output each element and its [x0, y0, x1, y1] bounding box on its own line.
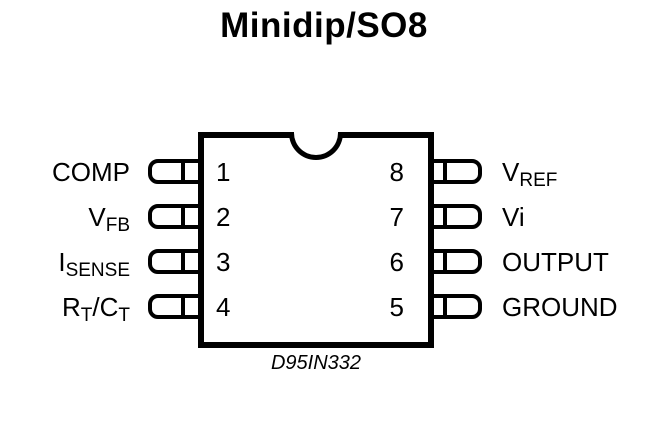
pin-5-lead — [430, 294, 482, 319]
pin-7-label: Vi — [502, 200, 648, 234]
pin-1-lead — [148, 159, 202, 184]
label-text: R — [62, 291, 81, 322]
pin-8-number: 8 — [389, 156, 404, 187]
pin-5-label: GROUND — [502, 290, 648, 324]
pin-8-label: VREF — [502, 155, 648, 191]
pin-7-number: 7 — [389, 201, 404, 232]
pin-2-lead-divider — [181, 208, 185, 225]
pin-6-lead — [430, 249, 482, 274]
label-text: V — [88, 201, 106, 232]
pin-5-number: 5 — [389, 291, 404, 322]
pin-2-label: VFB — [0, 200, 130, 236]
pin-2-lead — [148, 204, 202, 229]
pin-3-label: ISENSE — [0, 245, 130, 281]
pin-1-label: COMP — [0, 155, 130, 189]
label-text: COMP — [52, 156, 130, 187]
pin-3-lead-divider — [181, 253, 185, 270]
pin-7-lead-divider — [443, 208, 447, 225]
pin-7-lead — [430, 204, 482, 229]
label-subscript: SENSE — [65, 259, 130, 281]
pin-4-lead — [148, 294, 202, 319]
pin-2-number: 2 — [216, 201, 231, 232]
page-title: Minidip/SO8 — [220, 6, 428, 45]
pin-6-number: 6 — [389, 246, 404, 277]
pin-5-lead-divider — [443, 298, 447, 315]
pin-4-number: 4 — [216, 291, 231, 322]
pin-1-lead-divider — [181, 163, 185, 180]
label-subscript: T — [118, 304, 130, 326]
pin-4-label: RT/CT — [0, 290, 130, 326]
figure-code: D95IN332 — [270, 352, 362, 374]
pin-3-lead — [148, 249, 202, 274]
pin-3-number: 3 — [216, 246, 231, 277]
label-text: /C — [92, 291, 119, 322]
label-text: OUTPUT — [502, 246, 609, 277]
label-text: Vi — [502, 201, 525, 232]
pin-6-label: OUTPUT — [502, 245, 648, 279]
pin-8-lead-divider — [443, 163, 447, 180]
pin-8-lead — [430, 159, 482, 184]
label-subscript: FB — [105, 214, 130, 236]
label-subscript: REF — [519, 169, 558, 191]
label-subscript: T — [80, 304, 93, 326]
label-text: V — [502, 156, 520, 187]
pin-1-number: 1 — [216, 156, 231, 187]
pin-6-lead-divider — [443, 253, 447, 270]
label-text: I — [58, 246, 66, 277]
label-text: GROUND — [502, 291, 618, 322]
pin-4-lead-divider — [181, 298, 185, 315]
